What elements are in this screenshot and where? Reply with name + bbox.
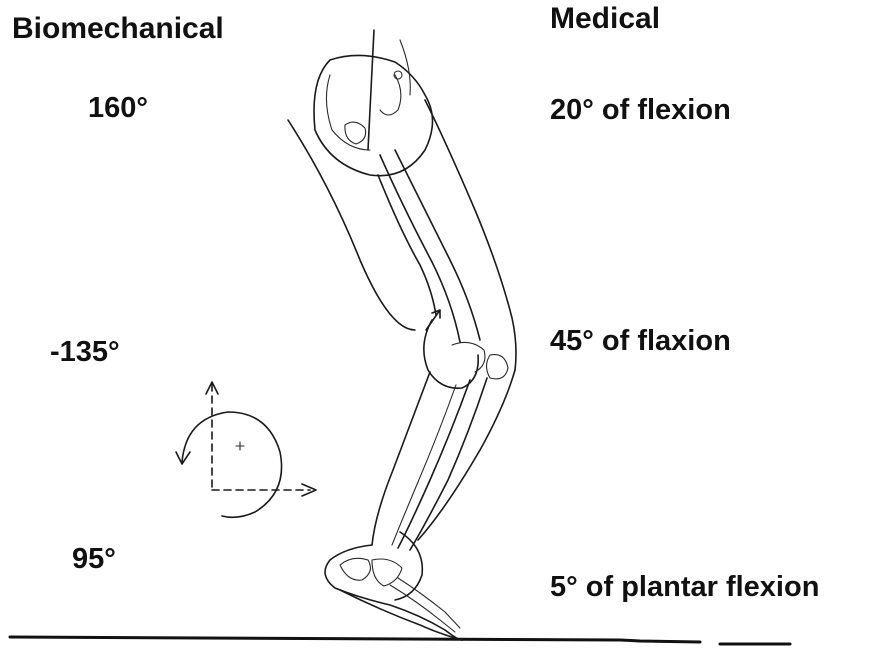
patella (487, 355, 509, 379)
knee-angle-arrow (426, 310, 440, 330)
thigh-front-outline (425, 100, 516, 370)
thigh-back-outline (378, 175, 436, 315)
trunk-reference-line (368, 30, 374, 150)
pelvis-outline (314, 55, 433, 175)
shank-front-outline (418, 370, 515, 540)
shank-back-outline (372, 372, 430, 545)
pelvis-socket (345, 122, 366, 144)
knee-joint-circle (424, 320, 478, 388)
knee-detail (452, 342, 485, 372)
tibia-front (410, 378, 487, 550)
origin-mark (236, 442, 244, 450)
rotation-arc (182, 412, 282, 517)
femur-back (380, 155, 460, 342)
tarsal-bones (372, 559, 402, 586)
calcaneus (340, 558, 370, 580)
tibia-back (398, 380, 470, 548)
fibula (392, 385, 456, 545)
ground-line (10, 637, 700, 642)
pelvis-detail (380, 75, 401, 115)
